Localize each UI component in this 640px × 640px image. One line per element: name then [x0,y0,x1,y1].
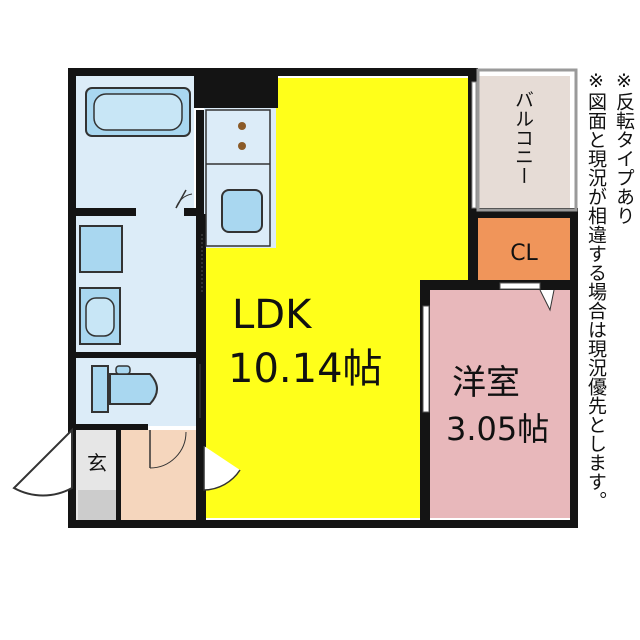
balcony-door-frame [471,81,477,209]
kitchen-sink [221,189,263,233]
stove-burner-1 [238,122,246,130]
western-room-name: 洋室 [452,363,520,403]
closet-door-swing [539,289,555,312]
stove-burner-2 [238,142,246,150]
balcony-label: バルコニー [512,90,534,185]
bath-door-swing [175,193,193,209]
balcony-outline [476,68,578,212]
western-room-size: 3.05帖 [446,410,549,448]
disclaimer-notes: ※反転タイプあり ※図面と現況が相違する場合は現況優先とします。 [580,70,640,550]
ldk-door[interactable] [203,446,241,491]
closet-floor [478,218,570,284]
genkan-step [78,490,116,520]
entrance-door[interactable] [12,427,73,497]
washbasin [79,225,123,273]
toilet-paper [115,365,131,375]
closet-door[interactable] [499,282,541,290]
closet-label: CL [510,241,538,266]
ldk-size: 10.14帖 [228,346,383,392]
toilet-bowl [109,373,158,405]
toilet-tank [91,365,109,413]
hall-door-swing [149,431,187,469]
western-room-door-frame [422,305,430,413]
western-room-floor [430,288,570,518]
entrance-floor [120,430,204,520]
balcony-floor [478,76,570,208]
washing-machine-drum [85,297,115,337]
note-actual-condition: ※図面と現況が相違する場合は現況優先とします。 [585,70,607,510]
note-reversed-type: ※反転タイプあり [613,70,635,225]
entrance-label: 玄 [87,451,107,475]
bathtub-inner [93,93,183,131]
ldk-name: LDK [232,292,313,338]
